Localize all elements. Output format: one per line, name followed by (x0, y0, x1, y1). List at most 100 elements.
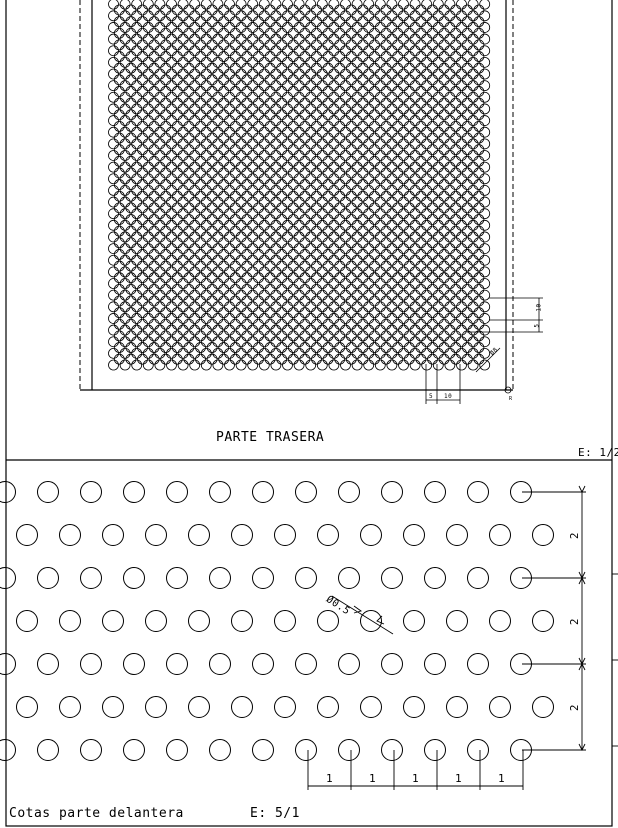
hole (142, 336, 154, 348)
hole (311, 27, 322, 39)
hole (171, 120, 183, 132)
hole (386, 56, 398, 68)
hole (171, 283, 183, 295)
hole (218, 260, 230, 272)
hole (270, 301, 282, 313)
hole (392, 214, 404, 225)
hole (264, 202, 276, 214)
hole (142, 0, 154, 10)
hole (380, 97, 392, 109)
hole (247, 289, 259, 301)
hole (206, 272, 218, 284)
hole (229, 86, 241, 97)
hole (345, 97, 357, 109)
hole (432, 301, 444, 313)
hole (293, 289, 305, 301)
hole (293, 0, 305, 10)
hole (235, 173, 247, 185)
hole (450, 249, 462, 260)
hole (357, 132, 369, 144)
hole (438, 132, 450, 144)
hole (305, 138, 317, 150)
hole (328, 91, 340, 103)
hole (108, 266, 119, 278)
hole (374, 336, 386, 348)
hole (392, 272, 404, 284)
hole (403, 342, 415, 353)
hole (473, 97, 485, 109)
hole (137, 132, 148, 144)
hole (160, 132, 172, 144)
hole (489, 524, 511, 546)
hole (351, 301, 363, 313)
hole (119, 231, 131, 243)
hole (467, 481, 489, 503)
hole (345, 4, 357, 16)
hole (148, 74, 160, 86)
hole (200, 138, 212, 150)
rear-dim-vertical-1: 10 (535, 303, 543, 312)
hole (253, 27, 264, 39)
hole (421, 196, 433, 208)
hole (183, 225, 195, 237)
hole (386, 231, 398, 243)
hole (392, 237, 404, 249)
hole (108, 45, 119, 57)
hole (252, 653, 274, 675)
hole (229, 342, 241, 353)
hole (218, 283, 230, 295)
hole (276, 4, 288, 16)
hole (258, 126, 270, 138)
hole (432, 219, 444, 231)
hole (467, 91, 479, 103)
hole (473, 202, 485, 214)
hole (427, 283, 438, 295)
hole (374, 313, 386, 324)
hole (171, 237, 183, 249)
hole (293, 359, 305, 371)
hole (369, 179, 380, 190)
hole (113, 237, 125, 249)
hole (427, 307, 438, 319)
hole (212, 243, 224, 255)
hole (363, 359, 375, 371)
hole (479, 68, 491, 80)
hole (131, 10, 143, 22)
hole (253, 190, 264, 202)
hole (421, 243, 433, 255)
hole (450, 283, 462, 295)
hole (108, 313, 119, 324)
hole (177, 324, 189, 336)
hole (200, 196, 212, 208)
hole (154, 359, 166, 371)
hole (212, 68, 224, 80)
hole (206, 330, 218, 342)
hole (142, 254, 154, 266)
hole (456, 231, 467, 243)
hole (200, 103, 212, 115)
hole (166, 173, 177, 185)
hole (189, 173, 201, 185)
hole (241, 4, 253, 16)
hole (218, 237, 230, 249)
hole (131, 173, 143, 185)
hole (229, 16, 241, 28)
hole (0, 567, 16, 589)
hole (270, 313, 282, 324)
hole (322, 249, 334, 260)
front-scale: E: 5/1 (250, 806, 300, 821)
hole (258, 184, 270, 196)
hole (241, 225, 253, 237)
hole (195, 330, 206, 342)
hole (119, 254, 131, 266)
hole (209, 653, 231, 675)
hole (409, 208, 421, 220)
hole (253, 155, 264, 167)
hole (224, 196, 235, 208)
hole (380, 51, 392, 62)
hole (398, 289, 409, 301)
hole (206, 144, 218, 156)
hole (409, 10, 421, 22)
hole (392, 225, 404, 237)
hole (424, 567, 446, 589)
